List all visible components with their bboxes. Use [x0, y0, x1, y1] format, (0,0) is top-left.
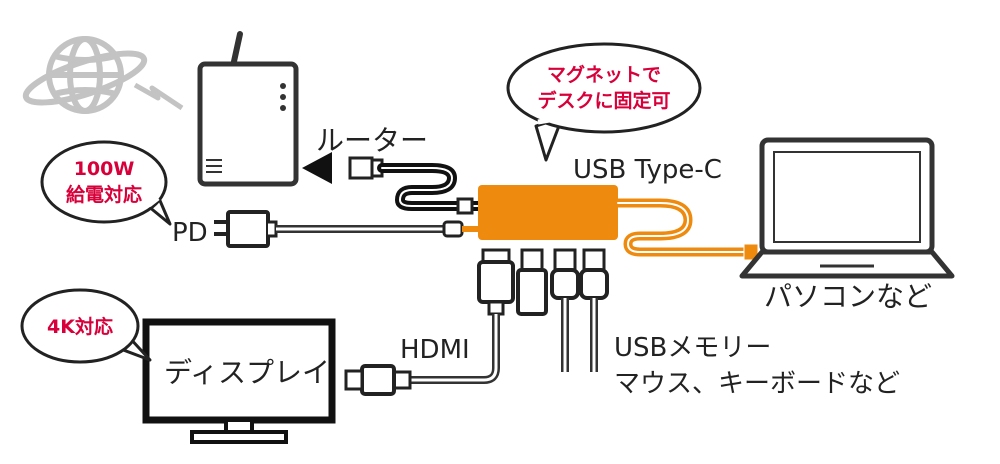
magnet-badge-line2: デスクに固定可: [537, 89, 670, 112]
wifi-signal-icon: [133, 82, 184, 111]
pd-label: PD: [172, 218, 208, 248]
power-badge-line2: 給電対応: [66, 183, 142, 206]
pc-label: パソコンなど: [764, 280, 932, 313]
mouse-keyboard-label: マウス、キーボードなど: [614, 369, 900, 399]
router-icon: [197, 31, 299, 187]
magnet-badge: マグネットで デスクに固定可: [506, 42, 702, 162]
power-badge-line1: 100W: [74, 158, 135, 180]
hdmi-display-plug: [344, 364, 412, 396]
hdmi-plug-icon: [477, 248, 515, 316]
router-label: ルーター: [316, 124, 428, 157]
hdmi-label: HDMI: [400, 335, 470, 365]
magnet-badge-line1: マグネットで: [547, 63, 661, 86]
monitor-icon: [142, 318, 336, 444]
resolution-badge: 4K対応: [20, 288, 152, 364]
arrow-left-icon: [302, 152, 332, 184]
usb-type-c-label: USB Type-C: [573, 155, 722, 185]
usb-c-hub: [478, 185, 618, 240]
usb-c-cable: [613, 198, 753, 257]
usb-plug-icon: [516, 248, 609, 372]
power-plug-icon: [214, 210, 278, 248]
lan-cable: [348, 156, 483, 215]
power-badge: 100W 給電対応: [40, 140, 172, 226]
laptop-icon: [739, 137, 955, 279]
usb-memory-label: USBメモリー: [614, 333, 771, 363]
resolution-badge-text: 4K対応: [47, 315, 113, 338]
globe-icon: [22, 36, 148, 114]
display-label: ディスプレイ: [164, 356, 330, 389]
